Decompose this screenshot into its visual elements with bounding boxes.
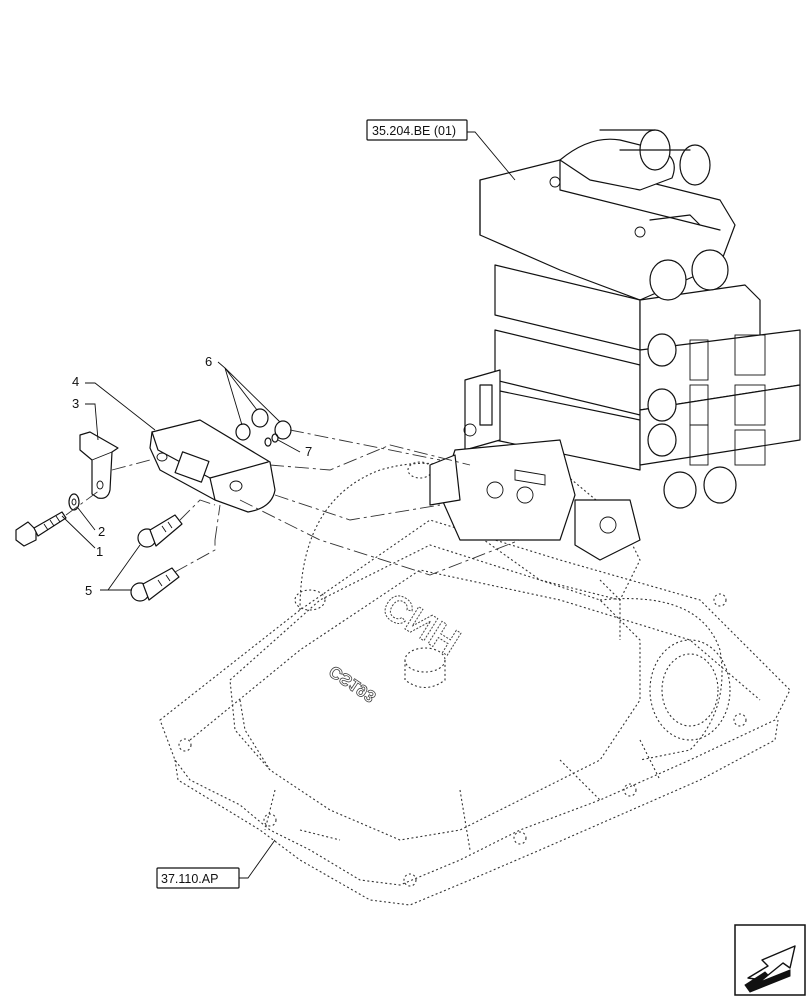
callout-7: 7 [305,444,312,459]
o-ring-part-6a [235,423,251,441]
callout-5: 5 [85,583,92,598]
small-ring-part-7a [264,437,272,447]
callout-1: 1 [96,544,103,559]
callout-3: 3 [72,396,79,411]
callouts: 1 2 3 4 5 6 7 [61,354,312,598]
small-ring-part-7b [271,433,279,443]
reference-lower[interactable]: 37.110.AP [156,839,276,889]
socket-screw-part-5a [137,514,183,548]
reference-upper[interactable]: 35.204.BE (01) [366,119,516,181]
control-valve-stack [429,129,801,561]
exploded-parts [15,408,521,602]
spacer-plate-part-4 [149,419,276,513]
callout-6: 6 [205,354,212,369]
hex-bolt-part-1 [15,511,67,547]
callout-2: 2 [98,524,105,539]
reference-upper-label: 35.204.BE (01) [372,124,456,138]
callout-4: 4 [72,374,79,389]
part-code-mark: CS193 [326,662,380,707]
transmission-housing [159,461,791,906]
cnh-logo-mark: CNH [376,583,468,662]
next-page-arrow-icon[interactable] [734,924,806,996]
casting-marks: CNH CS193 [325,583,468,707]
reference-lower-label: 37.110.AP [161,872,218,886]
washer-part-2 [68,493,80,511]
socket-screw-part-5b [130,567,180,602]
o-ring-part-6b [251,408,269,428]
